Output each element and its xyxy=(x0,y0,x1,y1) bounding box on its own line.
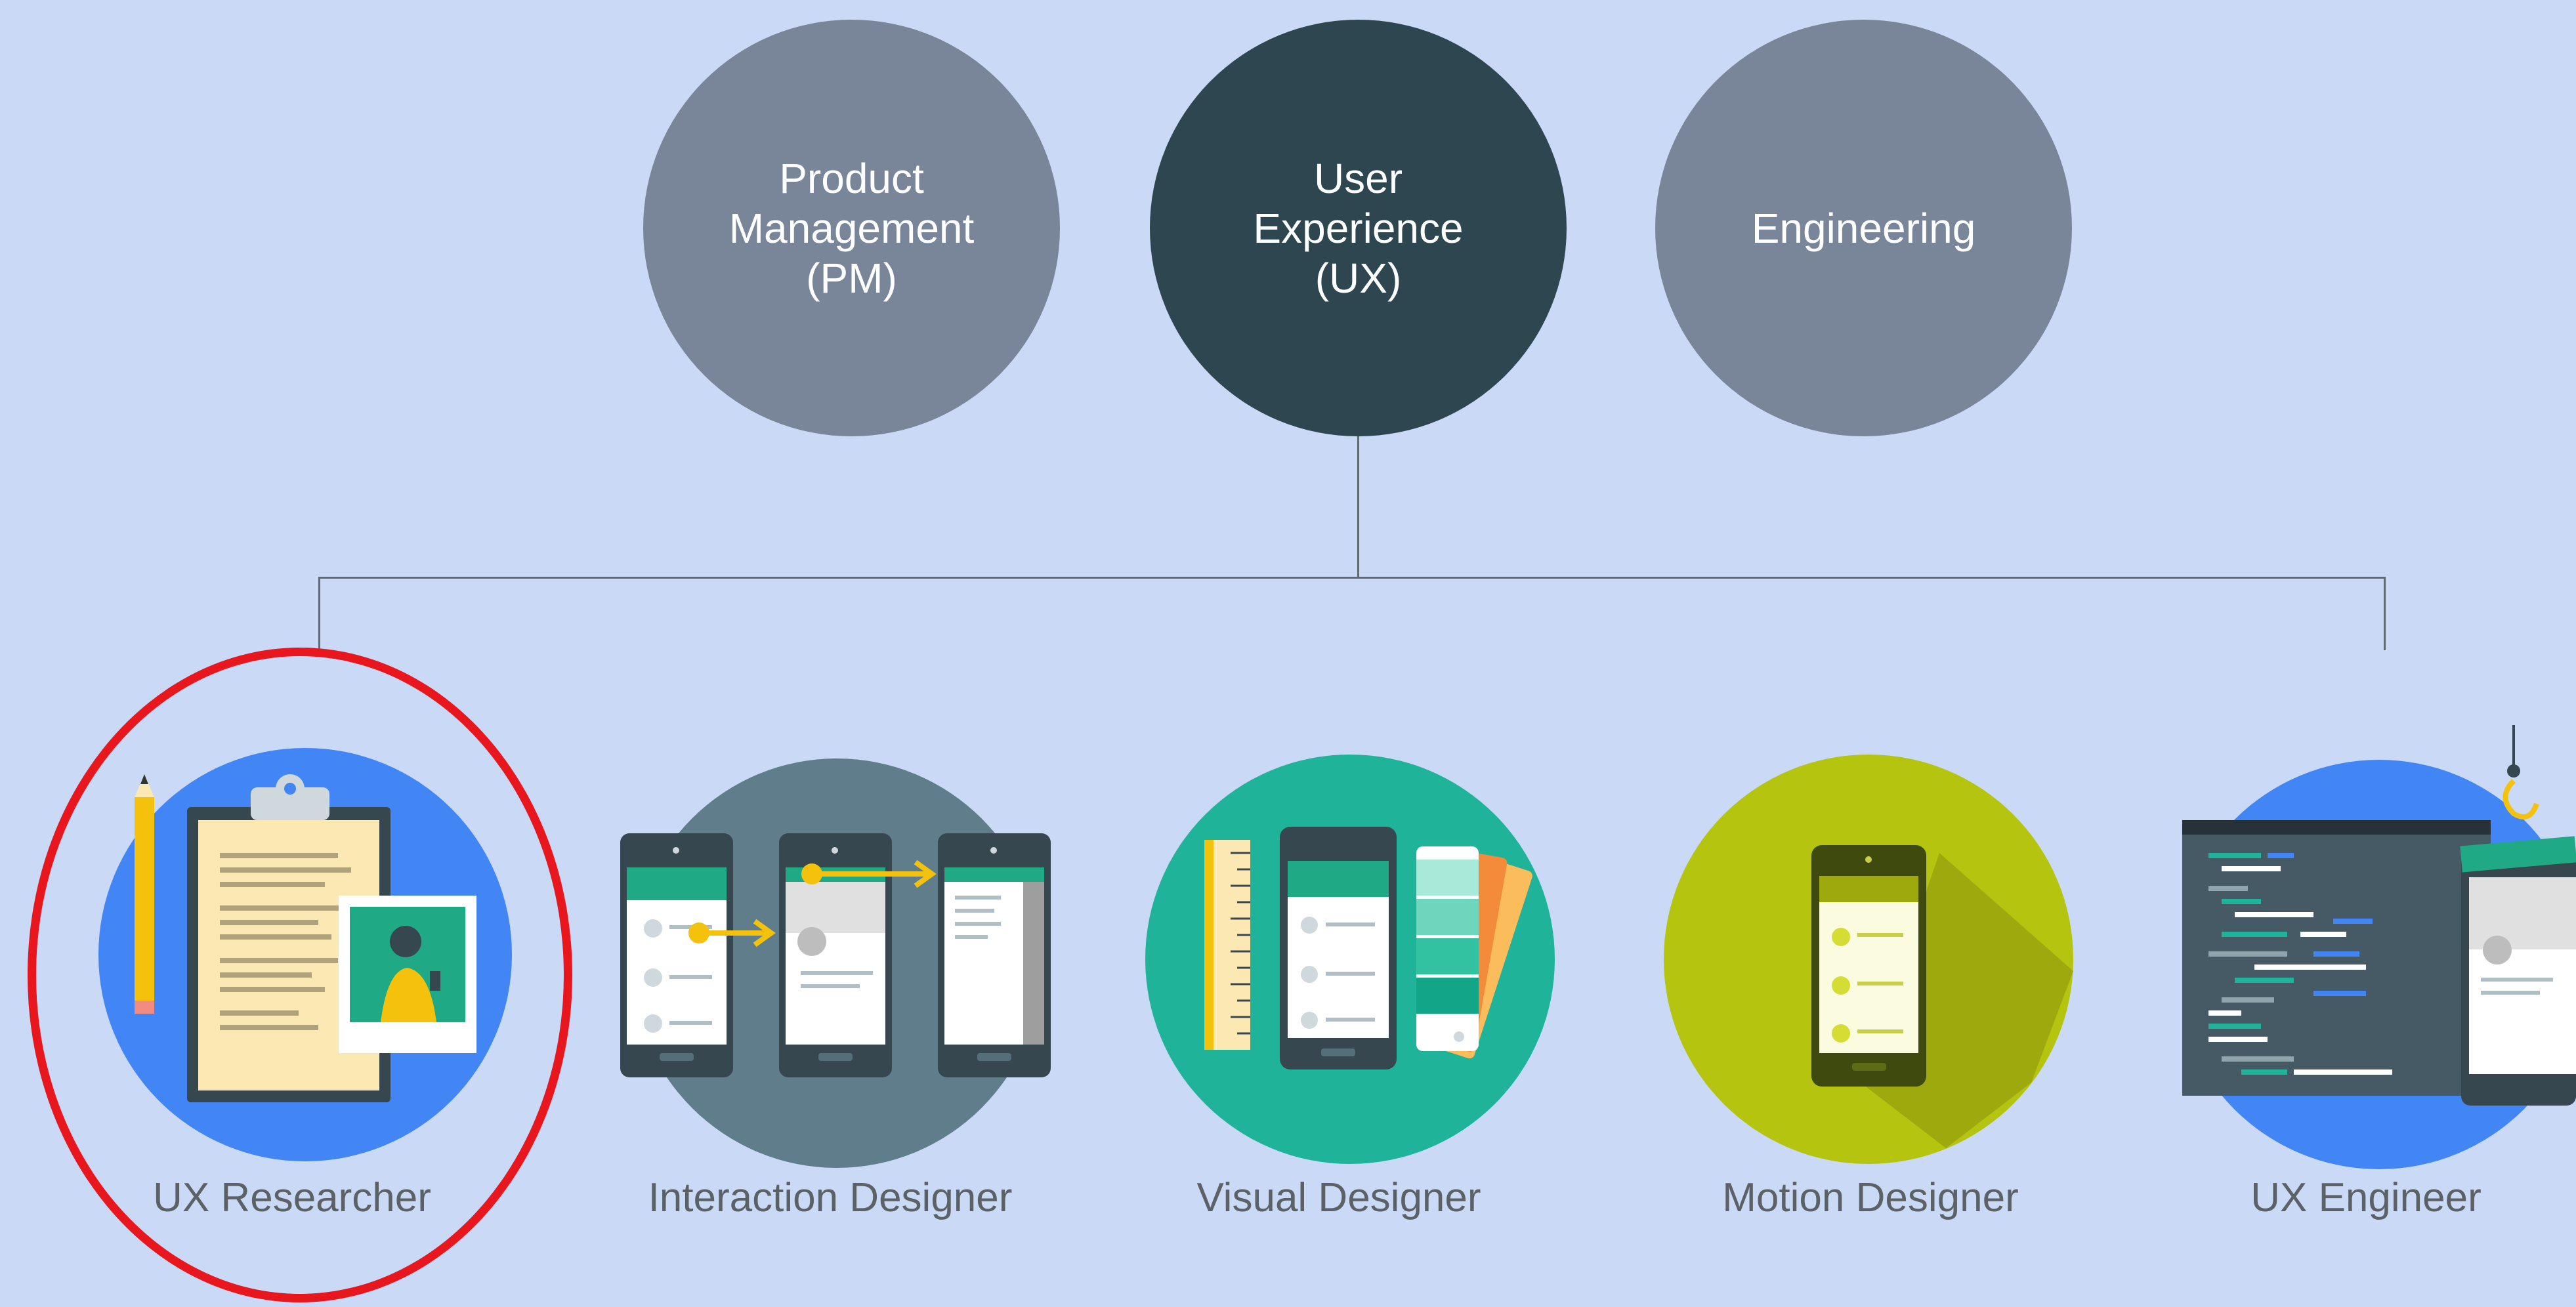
connector-drop-engineer xyxy=(2384,577,2386,650)
node-label: User Experience (UX) xyxy=(1253,154,1464,302)
node-label: Engineering xyxy=(1751,204,1976,252)
connector-horizontal xyxy=(318,577,2386,579)
connector-drop-researcher xyxy=(318,577,320,650)
role-label-motion-designer: Motion Designer xyxy=(1722,1175,2019,1220)
role-label-ux-engineer: UX Engineer xyxy=(2250,1175,2481,1220)
code-window-icon xyxy=(2182,725,2576,1169)
phones-flow-icon xyxy=(620,758,1051,1168)
node-label: Product Management (PM) xyxy=(728,154,975,302)
node-product-management: Product Management (PM) xyxy=(643,20,1060,436)
role-label-visual-designer: Visual Designer xyxy=(1196,1175,1481,1220)
node-user-experience: User Experience (UX) xyxy=(1150,20,1567,436)
phone-motion-icon xyxy=(1664,755,2073,1164)
phone-palette-icon xyxy=(1145,755,1555,1164)
connector-vertical-ux xyxy=(1357,436,1359,577)
role-label-interaction-designer: Interaction Designer xyxy=(648,1175,1013,1220)
highlight-ellipse xyxy=(28,648,572,1302)
node-engineering: Engineering xyxy=(1655,20,2072,436)
